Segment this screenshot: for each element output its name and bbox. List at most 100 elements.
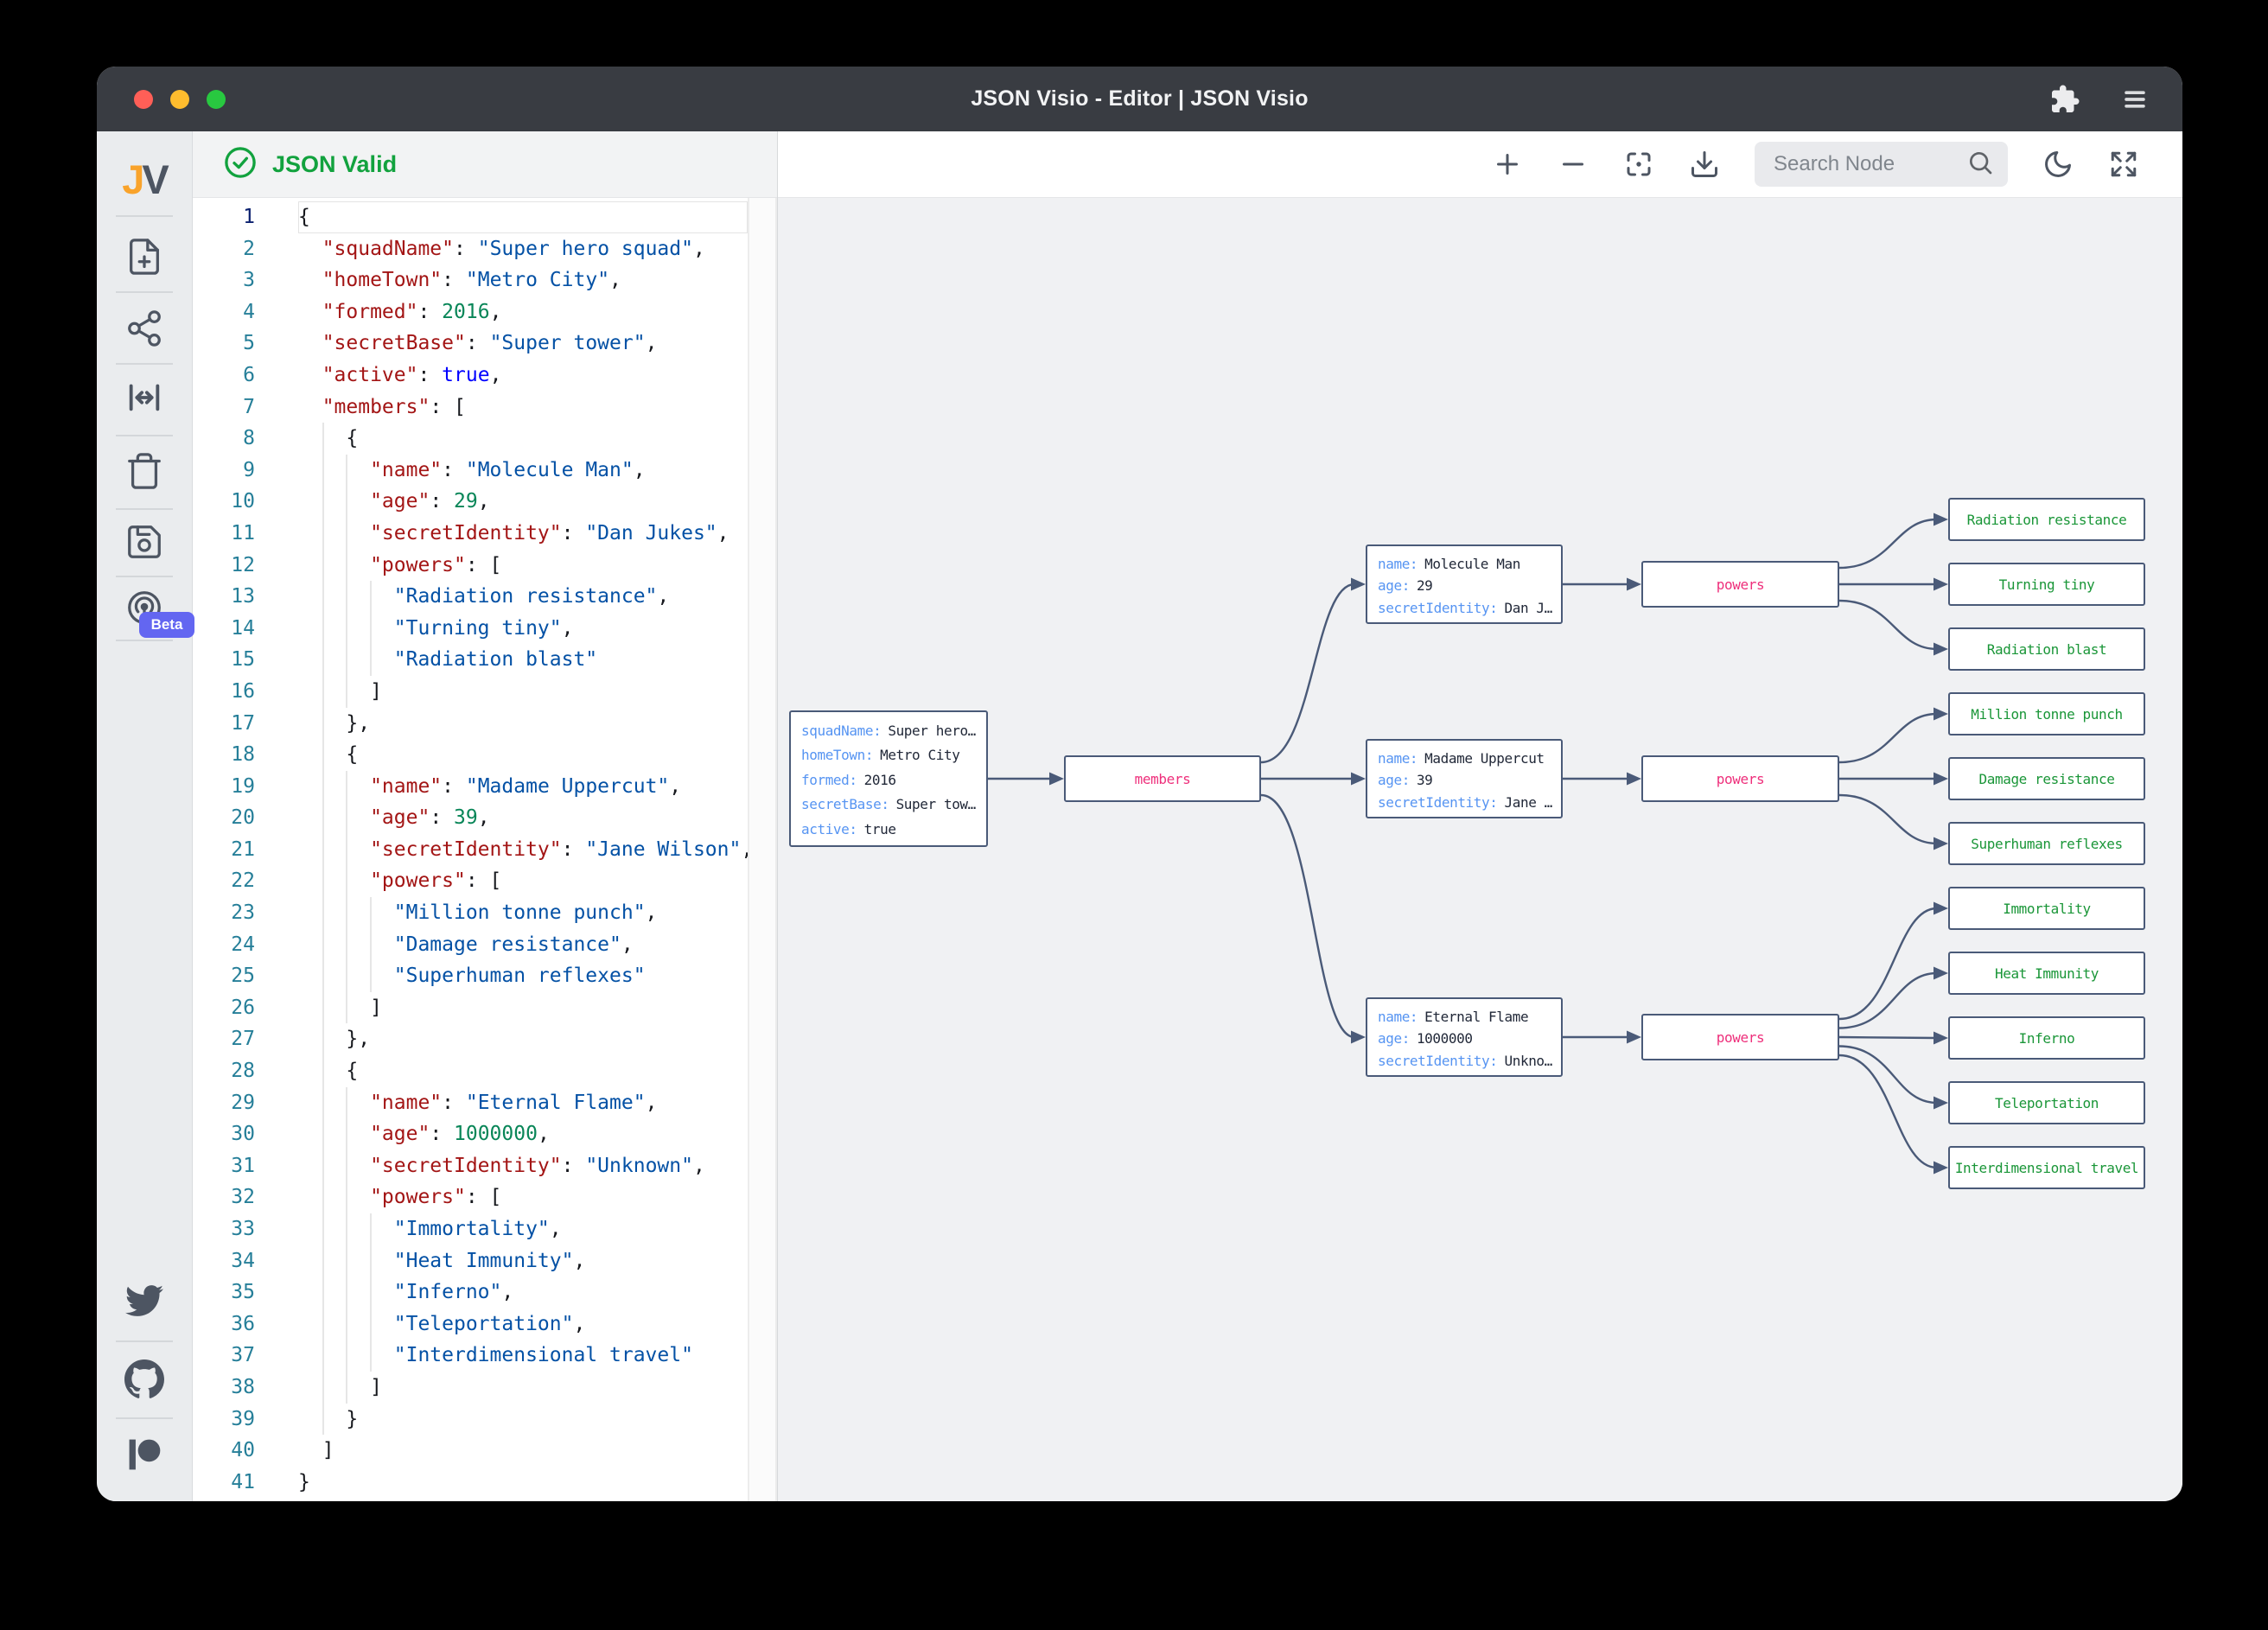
code-line[interactable]: { (298, 739, 748, 771)
node-key: name: (1378, 556, 1418, 572)
code-line[interactable]: "secretIdentity": "Dan Jukes", (298, 518, 748, 550)
close-button[interactable] (134, 89, 153, 109)
code-line[interactable]: "homeTown": "Metro City", (322, 269, 621, 292)
graph-node-l6[interactable]: Superhuman reflexes (1948, 822, 2145, 865)
graph-node-l11[interactable]: Interdimensional travel (1948, 1146, 2145, 1189)
code-line[interactable]: "secretIdentity": "Unknown", (298, 1150, 748, 1182)
graph-node-p3[interactable]: powers (1641, 1014, 1839, 1060)
save-button[interactable] (97, 522, 192, 562)
code-line[interactable]: "powers": [ (298, 865, 748, 897)
graph-node-l5[interactable]: Damage resistance (1948, 757, 2145, 800)
graph-node-l8[interactable]: Heat Immunity (1948, 952, 2145, 995)
code-line[interactable]: } (298, 1470, 310, 1493)
code-line[interactable]: "name": "Eternal Flame", (298, 1087, 748, 1119)
fullscreen-button[interactable] (2108, 149, 2139, 180)
patreon-link-icon[interactable] (97, 1436, 192, 1474)
center-focus-button[interactable] (1623, 149, 1654, 180)
graph-node-l4[interactable]: Million tonne punch (1948, 692, 2145, 735)
download-image-button[interactable] (1689, 149, 1720, 180)
code-line[interactable]: { (298, 423, 748, 455)
graph-canvas[interactable]: squadName:Super hero…homeTown:Metro City… (778, 198, 2182, 1501)
code-line[interactable]: "age": 39, (298, 802, 748, 834)
graph-node-l7[interactable]: Immortality (1948, 887, 2145, 930)
code-line[interactable]: "members": [ (322, 395, 466, 418)
code-line[interactable]: "powers": [ (298, 1181, 748, 1213)
new-document-button[interactable] (97, 237, 192, 277)
code-line[interactable]: "Teleportation", (298, 1308, 748, 1340)
code-line[interactable]: "Turning tiny", (298, 613, 748, 645)
zoom-out-button[interactable] (1558, 149, 1589, 180)
graph-edge (1838, 971, 1938, 1029)
code-line[interactable]: "formed": 2016, (322, 300, 502, 323)
minimize-button[interactable] (170, 89, 189, 109)
graph-node-root[interactable]: squadName:Super hero…homeTown:Metro City… (789, 710, 988, 847)
twitter-link-icon[interactable] (97, 1282, 192, 1320)
node-key: name: (1378, 1009, 1418, 1025)
node-key: secretIdentity: (1378, 599, 1498, 616)
code-area[interactable]: { "squadName": "Super hero squad", "home… (298, 198, 748, 1501)
node-label: powers (1716, 770, 1765, 787)
fit-width-button[interactable] (97, 378, 192, 417)
code-line[interactable]: ] (298, 992, 748, 1024)
code-line[interactable]: "secretIdentity": "Jane Wilson", (298, 834, 748, 866)
code-line[interactable]: ] (298, 676, 748, 708)
code-line[interactable]: "name": "Molecule Man", (298, 455, 748, 487)
code-line[interactable]: { (298, 201, 748, 233)
code-line[interactable]: }, (298, 708, 748, 740)
graph-node-p1[interactable]: powers (1641, 561, 1839, 608)
app-logo[interactable]: JV (122, 156, 169, 202)
editor-scrollbar[interactable] (748, 198, 777, 1501)
code-line[interactable]: "Superhuman reflexes" (298, 960, 748, 992)
code-line[interactable]: "age": 29, (298, 486, 748, 518)
code-line[interactable]: "name": "Madame Uppercut", (298, 771, 748, 803)
graph-node-l3[interactable]: Radiation blast (1948, 627, 2145, 671)
code-line[interactable]: }, (298, 1023, 748, 1055)
code-line[interactable]: "Damage resistance", (298, 929, 748, 961)
share-graph-button[interactable] (97, 309, 192, 348)
code-line[interactable]: "squadName": "Super hero squad", (322, 237, 705, 260)
code-line[interactable]: "active": true, (322, 363, 502, 386)
graph-node-l9[interactable]: Inferno (1948, 1016, 2145, 1060)
node-label: powers (1716, 576, 1765, 593)
code-line[interactable]: "Million tonne punch", (298, 897, 748, 929)
edge-arrowhead-icon (1934, 1096, 1948, 1110)
zoom-in-button[interactable] (1492, 149, 1523, 180)
code-line[interactable]: "powers": [ (298, 550, 748, 582)
search-icon[interactable] (1966, 149, 1994, 181)
graph-node-p2[interactable]: powers (1641, 755, 1839, 802)
graph-node-members[interactable]: members (1064, 755, 1261, 802)
search-node-input[interactable] (1772, 151, 1958, 177)
code-line[interactable]: "Immortality", (298, 1213, 748, 1245)
graph-edge (1260, 793, 1355, 1039)
menu-hamburger-icon[interactable] (2120, 85, 2150, 114)
node-label: Teleportation (1994, 1094, 2099, 1111)
zoom-button[interactable] (207, 89, 226, 109)
graph-node-l1[interactable]: Radiation resistance (1948, 498, 2145, 541)
extensions-puzzle-icon[interactable] (2049, 84, 2080, 115)
dark-mode-moon-icon[interactable] (2042, 149, 2074, 180)
code-line[interactable]: "secretBase": "Super tower", (322, 332, 658, 355)
code-line[interactable]: "Radiation blast" (298, 644, 748, 676)
code-line[interactable]: "Heat Immunity", (298, 1245, 748, 1277)
graph-node-l2[interactable]: Turning tiny (1948, 563, 2145, 606)
code-line[interactable]: ] (298, 1372, 748, 1404)
code-line[interactable]: } (298, 1404, 748, 1436)
code-line[interactable]: "age": 1000000, (298, 1118, 748, 1150)
search-node-box[interactable] (1755, 142, 2008, 187)
code-line[interactable]: ] (322, 1439, 334, 1462)
graph-node-l10[interactable]: Teleportation (1948, 1081, 2145, 1124)
code-line[interactable]: "Radiation resistance", (298, 581, 748, 613)
github-link-icon[interactable] (97, 1359, 192, 1399)
code-line[interactable]: "Inferno", (298, 1277, 748, 1308)
node-key: age: (1378, 577, 1410, 595)
node-label: Radiation blast (1986, 640, 2107, 658)
code-line[interactable]: "Interdimensional travel" (298, 1340, 748, 1372)
line-number: 31 (231, 1154, 255, 1177)
clear-trash-button[interactable] (97, 451, 192, 491)
code-line[interactable]: { (298, 1055, 748, 1087)
